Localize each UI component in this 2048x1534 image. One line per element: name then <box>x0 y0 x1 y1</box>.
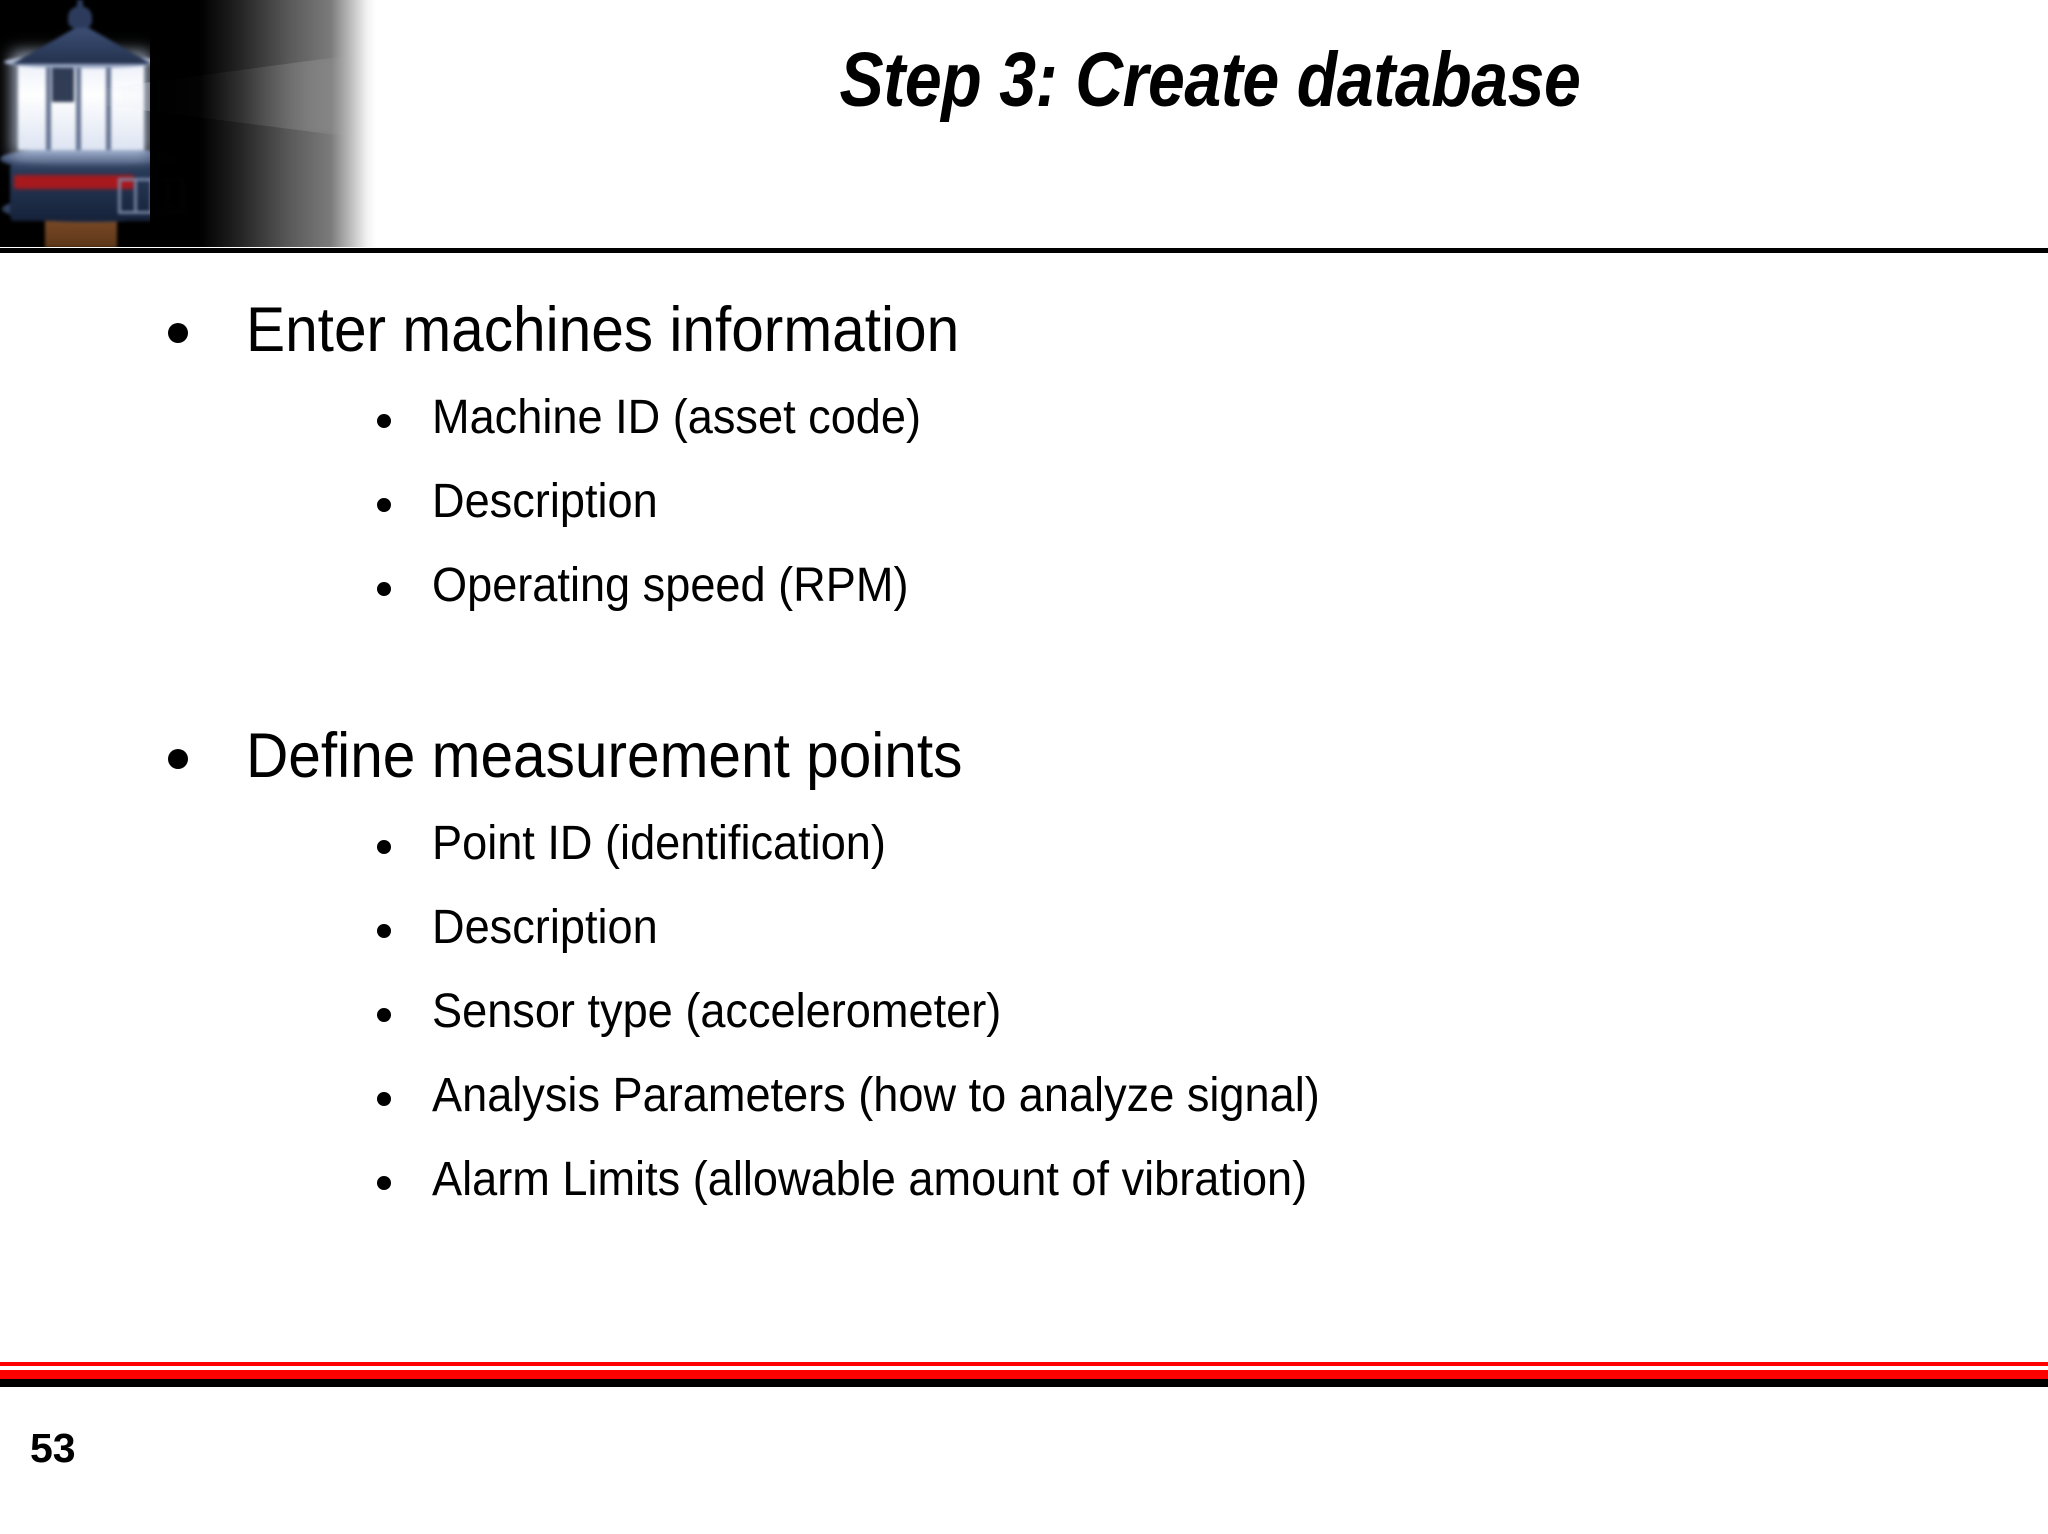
slide-header: Step 3: Create database <box>0 0 2048 253</box>
lighthouse-lamp <box>52 66 74 102</box>
slide-title: Step 3: Create database <box>839 37 1581 123</box>
bullet-level1-label: Enter machines information <box>246 295 960 365</box>
bullet-level1-label: Define measurement points <box>246 721 963 791</box>
footer-stripe-black <box>0 1379 2048 1387</box>
footer-rule-stripes <box>0 1362 2048 1387</box>
bullet-level2-description: Description <box>0 467 2048 551</box>
header-divider-rule <box>0 248 2048 253</box>
bullet-level2-alarm-limits: Alarm Limits (allowable amount of vibrat… <box>0 1145 2048 1229</box>
bullet-group-1: Enter machines information Machine ID (a… <box>0 287 2048 635</box>
footer-stripe-red-thick <box>0 1370 2048 1379</box>
lighthouse-finial <box>68 6 92 28</box>
lighthouse-image <box>0 0 376 247</box>
bullet-level2-label: Analysis Parameters (how to analyze sign… <box>432 1069 1320 1122</box>
bullet-level2-label: Operating speed (RPM) <box>432 559 909 612</box>
bullet-level2-analysis-parameters: Analysis Parameters (how to analyze sign… <box>0 1061 2048 1145</box>
bullet-dot-icon <box>377 1176 391 1190</box>
bullet-dot-icon <box>168 323 188 343</box>
group-spacer <box>0 635 2048 713</box>
bullet-dot-icon <box>377 1008 391 1022</box>
bullet-level2-label: Sensor type (accelerometer) <box>432 985 1002 1038</box>
bullet-level2-point-id: Point ID (identification) <box>0 809 2048 893</box>
footer-stripe-red-thin <box>0 1362 2048 1366</box>
bullet-level2-operating-speed: Operating speed (RPM) <box>0 551 2048 635</box>
bullet-group-2: Define measurement points Point ID (iden… <box>0 713 2048 1229</box>
bullet-level2-machine-id: Machine ID (asset code) <box>0 383 2048 467</box>
bullet-dot-icon <box>377 840 391 854</box>
footer-stripe-white-gap <box>0 1366 2048 1370</box>
bullet-level2-sensor-type: Sensor type (accelerometer) <box>0 977 2048 1061</box>
slide-body: Enter machines information Machine ID (a… <box>0 249 2048 1359</box>
bullet-level2-label: Description <box>432 475 658 528</box>
bullet-dot-icon <box>377 1092 391 1106</box>
bullet-level1-define-measurement-points: Define measurement points <box>0 713 2048 809</box>
bullet-level1-enter-machines-information: Enter machines information <box>0 287 2048 383</box>
lighthouse-finial-tip <box>77 0 83 10</box>
bullet-level2-label: Alarm Limits (allowable amount of vibrat… <box>432 1153 1308 1206</box>
page-number: 53 <box>30 1425 76 1471</box>
bullet-level2-description: Description <box>0 893 2048 977</box>
bullet-dot-icon <box>377 414 391 428</box>
bullet-level2-label: Machine ID (asset code) <box>432 391 922 444</box>
image-fade-gradient <box>150 0 376 247</box>
lighthouse-base-lettering <box>14 175 134 189</box>
bullet-level2-label: Description <box>432 901 658 954</box>
lighthouse-pier <box>45 218 117 247</box>
bullet-dot-icon <box>377 498 391 512</box>
lighthouse-roof <box>12 24 152 64</box>
bullet-level2-label: Point ID (identification) <box>432 817 886 870</box>
bullet-dot-icon <box>377 582 391 596</box>
bullet-dot-icon <box>168 749 188 769</box>
lighthouse-gallery-highlight <box>2 150 174 164</box>
bullet-dot-icon <box>377 924 391 938</box>
